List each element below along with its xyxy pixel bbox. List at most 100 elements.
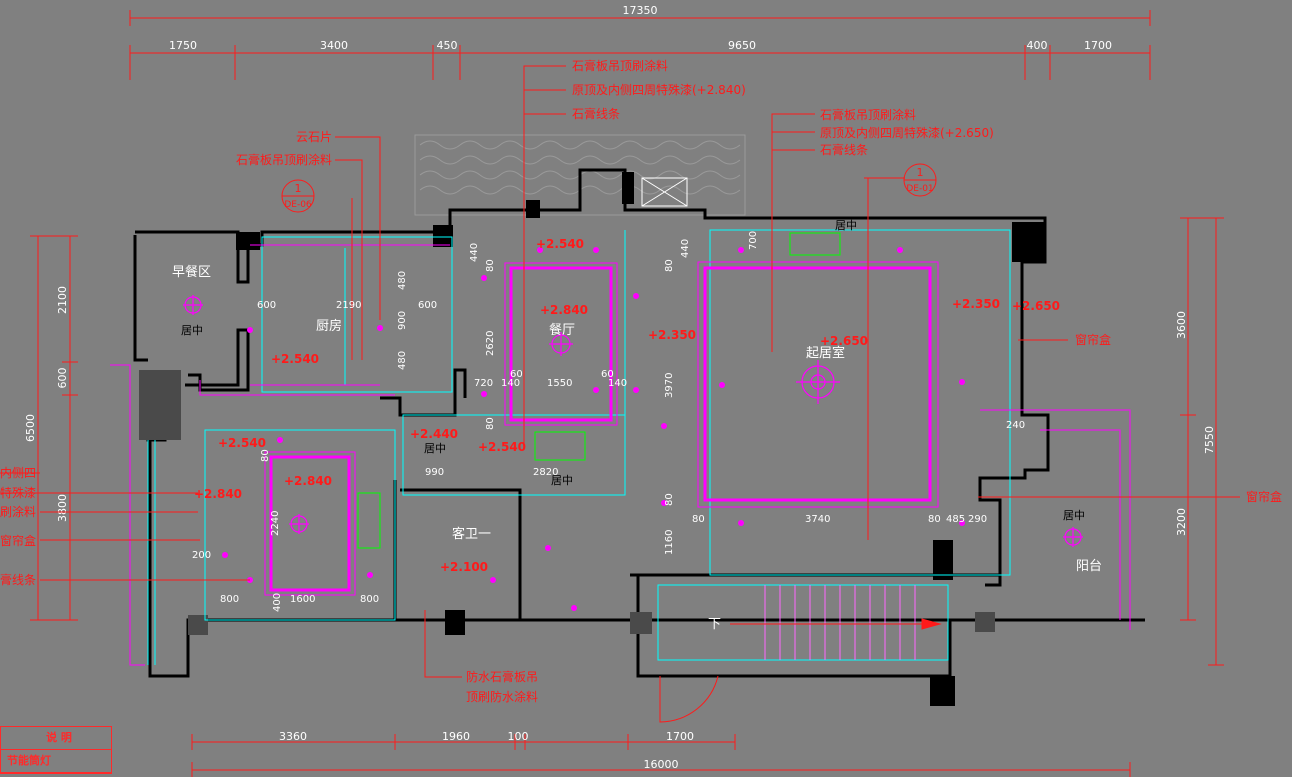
dim-k600b: 600 (418, 300, 437, 311)
cyan-details (147, 229, 1011, 665)
elev-hall: +2.440 (410, 427, 458, 441)
callout-living-1: 石膏板吊顶刷涂料 (820, 107, 916, 122)
dim-c990: 990 (425, 467, 444, 478)
dim-right-2: 3200 (1175, 508, 1188, 536)
downlights (222, 247, 965, 611)
dim-l3740: 3740 (805, 514, 830, 525)
elev-bath: +2.100 (440, 560, 488, 574)
dim-top-1: 1750 (169, 39, 197, 52)
roof-tile-hatch (414, 134, 746, 216)
room-breakfast: 早餐区 (172, 264, 211, 280)
dim-k900: 900 (397, 311, 408, 330)
ceiling-outlines (269, 266, 932, 592)
dim-d720: 720 (474, 378, 493, 389)
callout-left-5: 膏线条 (0, 572, 36, 587)
dim-b800a: 800 (220, 594, 239, 605)
dim-bottom-1: 3360 (279, 730, 307, 743)
room-guest-bath: 客卫一 (452, 526, 491, 542)
legend-row-downlight: 节能筒灯 (1, 750, 111, 773)
callout-left-3: 刷涂料 (0, 504, 36, 519)
dim-d440: 440 (469, 243, 480, 262)
walls (133, 168, 1145, 678)
callout-dining-3: 石膏线条 (572, 106, 620, 121)
callout-kitchen-2: 石膏板吊顶刷涂料 (236, 152, 332, 167)
callout-living-3: 石膏线条 (820, 142, 868, 157)
dim-left-overall: 6500 (24, 414, 37, 442)
centered-label-3: 居中 (424, 442, 446, 455)
bottom-dimension-lines (191, 734, 1131, 777)
legend-table: 说 明 节能筒灯 (0, 726, 112, 774)
dim-top-4: 9650 (728, 39, 756, 52)
elev-living-center: +2.650 (820, 334, 868, 348)
exhaust-fan (641, 177, 688, 207)
dim-d140b: 140 (608, 378, 627, 389)
room-balcony: 阳台 (1076, 559, 1102, 574)
dim-d1550: 1550 (547, 378, 572, 389)
elev-bedroom-center: +2.840 (284, 474, 332, 488)
room-kitchen: 厨房 (316, 318, 342, 334)
dim-d60a: 60 (510, 369, 523, 380)
dim-top-5: 400 (1027, 39, 1048, 52)
ceiling-outlines-thin (110, 244, 1131, 666)
dim-l290: 290 (968, 514, 987, 525)
dim-d60b: 60 (601, 369, 614, 380)
dim-b800b: 800 (360, 594, 379, 605)
centered-label-1: 居中 (181, 324, 203, 337)
callout-dining-1: 石膏板吊顶刷涂料 (572, 58, 668, 73)
elev-corridor: +2.350 (648, 328, 696, 342)
elev-hall-2: +2.540 (478, 440, 526, 454)
dim-top-6: 1700 (1084, 39, 1112, 52)
detail-ref-1-code: DE-06 (284, 200, 312, 210)
dim-d80a: 80 (485, 259, 496, 272)
dim-k600a: 600 (257, 300, 276, 311)
dim-l700: 700 (748, 231, 759, 250)
dim-k2190: 2190 (336, 300, 361, 311)
detail-ref-1-num: 1 (295, 182, 302, 195)
centered-label-4: 居中 (551, 474, 573, 487)
dim-k480a: 480 (397, 271, 408, 290)
dim-l440: 440 (680, 239, 691, 258)
leader-lines (0, 65, 1240, 678)
dim-left-1: 2100 (56, 286, 69, 314)
dim-right-overall: 7550 (1203, 426, 1216, 454)
dim-bottom-4: 1700 (666, 730, 694, 743)
dim-d140a: 140 (501, 378, 520, 389)
detail-ref-2-code: DE-01 (906, 184, 933, 194)
dim-l485: 485 (946, 514, 965, 525)
elev-bedroom-top: +2.540 (218, 436, 266, 450)
callout-curtain-balcony: 窗帘盒 (1246, 489, 1282, 504)
dim-c2820: 2820 (533, 467, 558, 478)
dim-left-2: 600 (56, 368, 69, 389)
dim-b80: 80 (260, 449, 271, 462)
dim-b2240: 2240 (270, 511, 281, 536)
dim-bottom-3: 100 (508, 730, 529, 743)
dim-b400: 400 (272, 593, 283, 612)
stairs-down-label: 下 (708, 617, 721, 632)
dim-l3970: 3970 (664, 373, 675, 398)
elev-living-window: +2.650 (1012, 299, 1060, 313)
dim-bottom-2: 1960 (442, 730, 470, 743)
ceiling-lights (183, 295, 1083, 547)
detail-bubbles (281, 163, 937, 213)
callout-left-4: 窗帘盒 (0, 533, 36, 548)
elev-bedroom-side: +2.840 (194, 487, 242, 501)
dim-l240: 240 (1006, 420, 1025, 431)
dim-k480b: 480 (397, 351, 408, 370)
left-dimension-lines (30, 235, 78, 621)
right-dimension-lines (1180, 217, 1224, 666)
room-living: 起居室 (806, 345, 845, 361)
centered-label-5: 居中 (1063, 509, 1085, 522)
elev-living-side: +2.350 (952, 297, 1000, 311)
dim-top-2: 3400 (320, 39, 348, 52)
dim-left-3: 3800 (56, 494, 69, 522)
dim-l80a: 80 (664, 259, 675, 272)
legend-header: 说 明 (1, 727, 111, 750)
top-dimension-lines (129, 10, 1151, 80)
centered-label-2: 居中 (835, 219, 857, 232)
callout-left-2: 特殊漆 (0, 485, 36, 500)
elev-dining-center: +2.840 (540, 303, 588, 317)
callout-dining-2: 原顶及内侧四周特殊漆(+2.840) (572, 82, 746, 97)
dim-l1160: 1160 (664, 530, 675, 555)
elev-kitchen: +2.540 (271, 352, 319, 366)
